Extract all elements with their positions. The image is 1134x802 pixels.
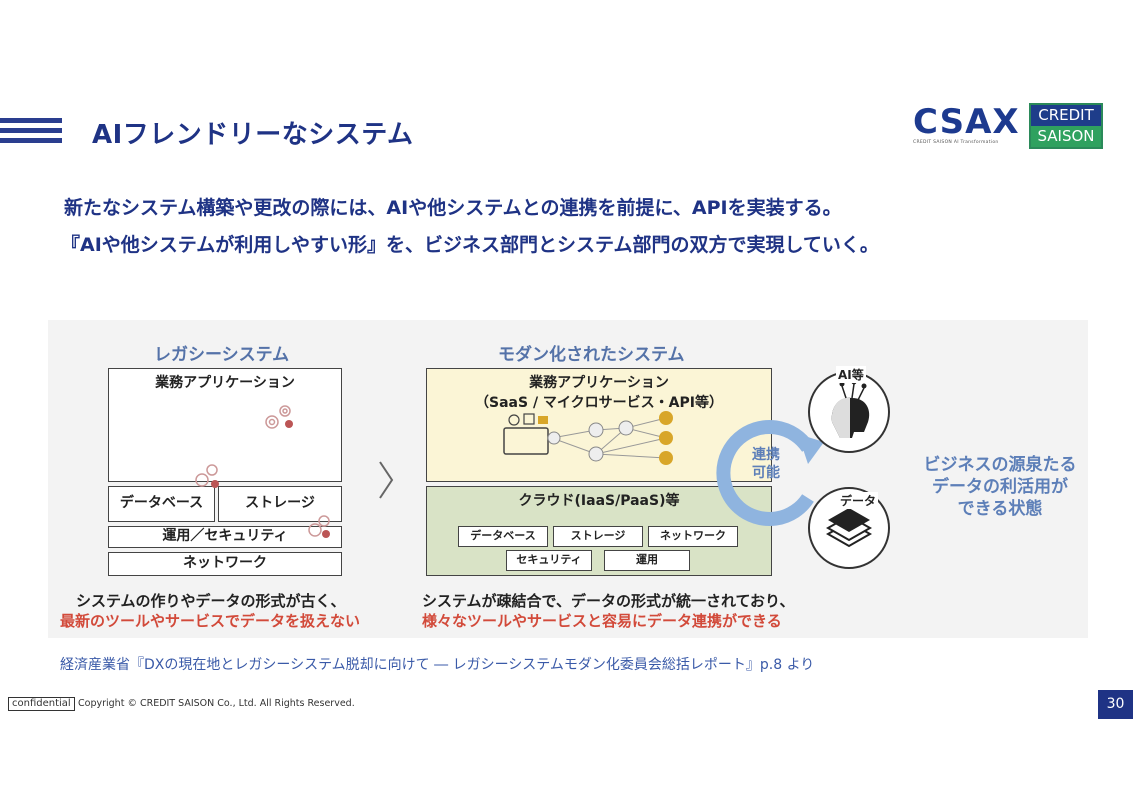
cycle-arrow-icon bbox=[716, 420, 824, 526]
csax-logo-text: CSAX bbox=[913, 102, 1020, 142]
confidential-label: confidential bbox=[8, 697, 75, 711]
legacy-database-label: データベース bbox=[119, 495, 204, 511]
modern-chip-security: セキュリティ bbox=[506, 550, 592, 571]
business-value-line-3: できる状態 bbox=[957, 499, 1043, 519]
copyright-text: Copyright © CREDIT SAISON Co., Ltd. All … bbox=[78, 698, 355, 709]
legacy-app-box: 業務アプリケーション bbox=[108, 368, 342, 482]
modern-caption-line-1: システムが疎結合で、データの形式が統一されており、 bbox=[422, 592, 795, 610]
source-citation: 経済産業省『DXの現在地とレガシーシステム脱却に向けて ― レガシーシステムモダ… bbox=[60, 657, 815, 673]
legacy-storage-label: ストレージ bbox=[245, 495, 315, 511]
business-value-line-1: ビジネスの源泉たる bbox=[923, 455, 1077, 475]
legacy-database-box: データベース bbox=[108, 486, 215, 522]
credit-saison-logo-top: CREDIT bbox=[1031, 105, 1101, 126]
header-stripes-decoration bbox=[0, 118, 62, 148]
modern-chip-network: ネットワーク bbox=[648, 526, 738, 547]
credit-saison-logo: CREDIT SAISON bbox=[1029, 103, 1103, 149]
legacy-vs-modern-diagram: レガシーシステム 業務アプリケーション データベース ストレージ 運用／セキュリ… bbox=[48, 320, 1088, 638]
legacy-network-label: ネットワーク bbox=[183, 555, 267, 571]
credit-saison-logo-bottom: SAISON bbox=[1031, 126, 1101, 147]
legacy-caption-line-2: 最新のツールやサービスでデータを扱えない bbox=[60, 612, 361, 630]
chevron-right-icon bbox=[379, 461, 394, 499]
gear-icon bbox=[265, 405, 293, 429]
gear-icon bbox=[308, 515, 330, 538]
legacy-title: レガシーシステム bbox=[154, 345, 290, 365]
modern-title: モダン化されたシステム bbox=[498, 345, 685, 365]
link-possible-line-1: 連携 bbox=[752, 447, 780, 463]
legacy-ops-security-label: 運用／セキュリティ bbox=[162, 528, 288, 544]
connected-services-icon bbox=[503, 411, 673, 465]
modern-app-label: 業務アプリケーション bbox=[529, 375, 669, 391]
lead-line-2: 『AIや他システムが利用しやすい形』を、ビジネス部門とシステム部門の双方で実現し… bbox=[61, 234, 879, 256]
modern-chip-operations: 運用 bbox=[604, 550, 690, 571]
legacy-caption-line-1: システムの作りやデータの形式が古く、 bbox=[76, 592, 346, 610]
data-label: データ bbox=[838, 492, 879, 509]
lead-text: 新たなシステム構築や更改の際には、AIや他システムとの連携を前提に、APIを実装… bbox=[61, 190, 879, 264]
modern-chip-database: データベース bbox=[458, 526, 548, 547]
csax-logo-subtitle: CREDIT SAISON AI Transformation bbox=[913, 140, 999, 145]
legacy-network-box: ネットワーク bbox=[108, 552, 342, 576]
ai-robot-icon bbox=[808, 371, 890, 453]
page-number: 30 bbox=[1098, 690, 1133, 719]
csax-logo: CSAX CREDIT SAISON AI Transformation bbox=[913, 102, 1020, 150]
modern-cloud-label: クラウド(IaaS/PaaS)等 bbox=[518, 493, 680, 509]
modern-app-sublabel: （SaaS / マイクロサービス・API等） bbox=[475, 395, 723, 411]
lead-line-1: 新たなシステム構築や更改の際には、AIや他システムとの連携を前提に、APIを実装… bbox=[64, 197, 842, 219]
legacy-app-label: 業務アプリケーション bbox=[155, 375, 295, 391]
link-possible-label: 連携 可能 bbox=[752, 446, 780, 482]
legacy-ops-security-box: 運用／セキュリティ bbox=[108, 526, 342, 548]
business-value-text: ビジネスの源泉たる データの利活用が できる状態 bbox=[912, 454, 1088, 520]
page-title: AIフレンドリーなシステム bbox=[92, 120, 414, 150]
link-possible-line-2: 可能 bbox=[752, 465, 780, 481]
modern-caption-line-2: 様々なツールやサービスと容易にデータ連携ができる bbox=[422, 612, 782, 630]
gear-icon bbox=[195, 464, 219, 488]
modern-chip-storage: ストレージ bbox=[553, 526, 643, 547]
business-value-line-2: データの利活用が bbox=[932, 477, 1068, 497]
ai-label: AI等 bbox=[836, 366, 866, 383]
